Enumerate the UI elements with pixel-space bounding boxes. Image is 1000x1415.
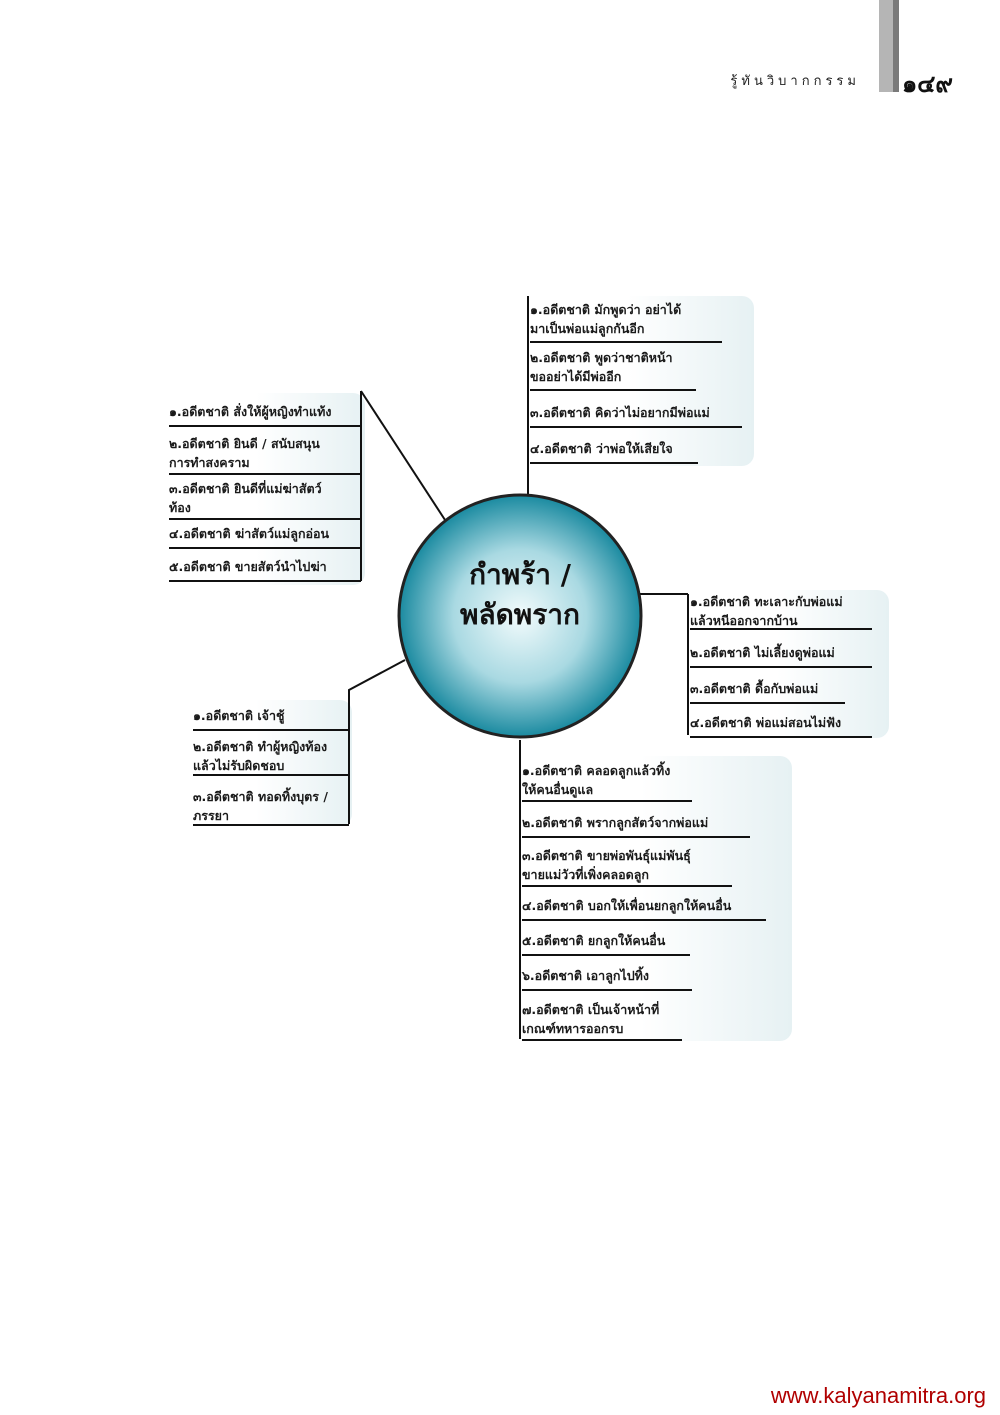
left-item-2: ๒.อดีตชาติ ยินดี / สนับสนุน การทำสงคราม xyxy=(169,434,361,475)
bottom-item-1: ๑.อดีตชาติ คลอดลูกแล้วทิ้ง ให้คนอื่นดูแล xyxy=(522,761,692,802)
left-item-3: ๓.อดีตชาติ ยินดีที่แม่ฆ่าสัตว์ ท้อง xyxy=(169,479,361,520)
running-header: รู้ทันวิบากกรรม xyxy=(730,74,860,89)
bottom-item-3: ๓.อดีตชาติ ขายพ่อพันธุ์แม่พันธุ์ ขายแม่ว… xyxy=(522,846,732,887)
bottom-item-2: ๒.อดีตชาติ พรากลูกสัตว์จากพ่อแม่ xyxy=(522,813,750,838)
footer-url[interactable]: www.kalyanamitra.org xyxy=(770,1383,986,1408)
lower-left-branch-box xyxy=(177,700,352,826)
lower-left-item-2: ๒.อดีตชาติ ทำผู้หญิงท้อง แล้วไม่รับผิดชอ… xyxy=(193,737,349,776)
page-edge-bar xyxy=(879,0,893,92)
central-topic-circle xyxy=(397,493,643,739)
top-item-1: ๑.อดีตชาติ มักพูดว่า อย่าได้ มาเป็นพ่อแม… xyxy=(530,300,722,343)
bottom-item-6: ๖.อดีตชาติ เอาลูกไปทิ้ง xyxy=(522,966,692,991)
right-branch-box xyxy=(686,590,889,738)
lower-left-item-3: ๓.อดีตชาติ ทอดทิ้งบุตร / ภรรยา xyxy=(193,787,349,826)
right-item-2: ๒.อดีตชาติ ไม่เลี้ยงดูพ่อแม่ xyxy=(690,643,872,668)
page-edge-bar-dark xyxy=(893,0,899,92)
right-item-4: ๔.อดีตชาติ พ่อแม่สอนไม่ฟัง xyxy=(690,713,872,738)
central-topic-label: กำพร้า / พลัดพราก xyxy=(460,558,580,631)
bottom-item-5: ๕.อดีตชาติ ยกลูกให้คนอื่น xyxy=(522,931,690,956)
bottom-item-4: ๔.อดีตชาติ บอกให้เพื่อนยกลูกให้คนอื่น xyxy=(522,896,766,921)
left-item-5: ๕.อดีตชาติ ขายสัตว์นำไปฆ่า xyxy=(169,557,361,582)
right-item-1: ๑.อดีตชาติ ทะเลาะกับพ่อแม่ แล้วหนีออกจาก… xyxy=(690,592,872,630)
bottom-branch-box xyxy=(517,756,792,1041)
top-item-4: ๔.อดีตชาติ ว่าพ่อให้เสียใจ xyxy=(530,439,698,464)
lower-left-item-1: ๑.อดีตชาติ เจ้าชู้ xyxy=(193,706,349,731)
bottom-item-7: ๗.อดีตชาติ เป็นเจ้าหน้าที่ เกณฑ์ทหารออกร… xyxy=(522,1000,682,1041)
right-item-3: ๓.อดีตชาติ ดื้อกับพ่อแม่ xyxy=(690,679,845,704)
top-branch-box xyxy=(524,296,754,466)
top-item-2: ๒.อดีตชาติ พูดว่าชาติหน้า ขออย่าได้มีพ่อ… xyxy=(530,348,696,391)
top-item-3: ๓.อดีตชาติ คิดว่าไม่อยากมีพ่อแม่ xyxy=(530,403,742,428)
page-number: ๑๔๙ xyxy=(902,69,953,98)
left-item-4: ๔.อดีตชาติ ฆ่าสัตว์แม่ลูกอ่อน xyxy=(169,524,361,549)
left-item-1: ๑.อดีตชาติ สั่งให้ผู้หญิงทำแท้ง xyxy=(169,402,361,427)
